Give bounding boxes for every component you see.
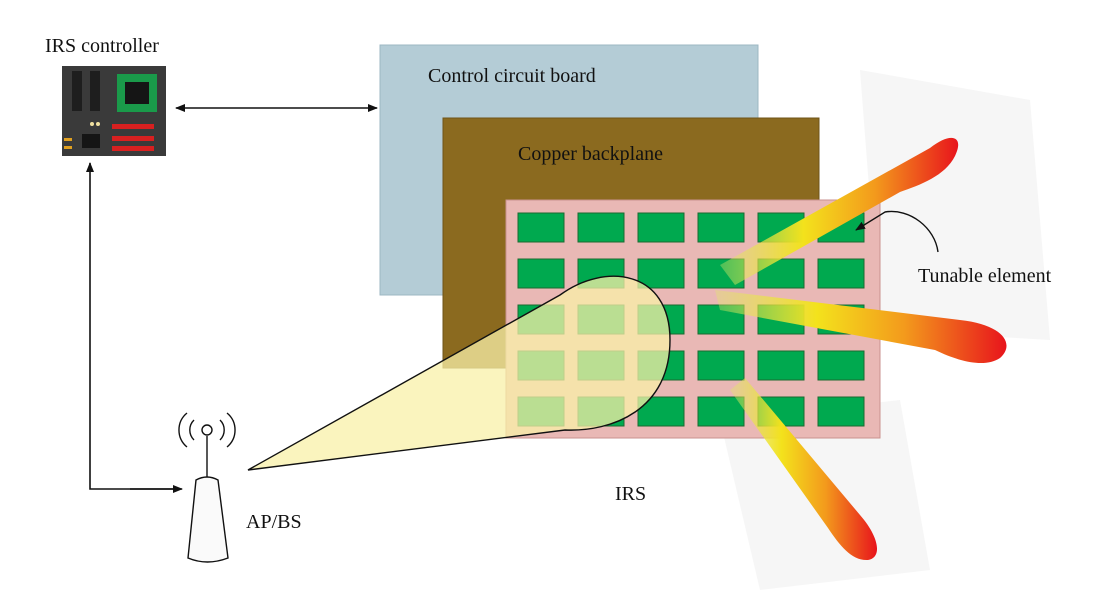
ap-controller-link <box>86 162 180 490</box>
reflected-beam-lower <box>730 378 878 561</box>
radio-waves-icon <box>178 412 236 448</box>
tunable-element-pointer <box>855 210 939 253</box>
tunable-element-cell <box>697 350 745 381</box>
tunable-element-cell <box>637 212 685 243</box>
chip-board-icon <box>62 66 166 156</box>
reflected-beam-upper <box>720 137 959 285</box>
irs-label: IRS <box>615 483 646 505</box>
tunable-element-cell <box>517 212 565 243</box>
reflected-beams <box>715 137 1007 561</box>
copper-backplane-label: Copper backplane <box>518 143 663 165</box>
antenna-tower-icon <box>187 424 229 563</box>
tunable-element-label: Tunable element <box>918 265 1052 287</box>
tunable-element-cell <box>817 258 865 289</box>
tunable-element-cell <box>697 396 745 427</box>
ap-bs-label: AP/BS <box>246 511 302 533</box>
tunable-element-cell <box>517 258 565 289</box>
tunable-element-cell <box>757 350 805 381</box>
control-board-label: Control circuit board <box>428 65 596 87</box>
irs-controller-label: IRS controller <box>45 35 159 57</box>
tunable-element-cell <box>817 396 865 427</box>
tunable-element-cell <box>817 350 865 381</box>
tunable-element-cell <box>697 212 745 243</box>
tunable-element-cell <box>637 258 685 289</box>
incident-beam <box>247 275 671 471</box>
tunable-element-cell <box>577 212 625 243</box>
reflected-beam-middle <box>715 290 1007 364</box>
